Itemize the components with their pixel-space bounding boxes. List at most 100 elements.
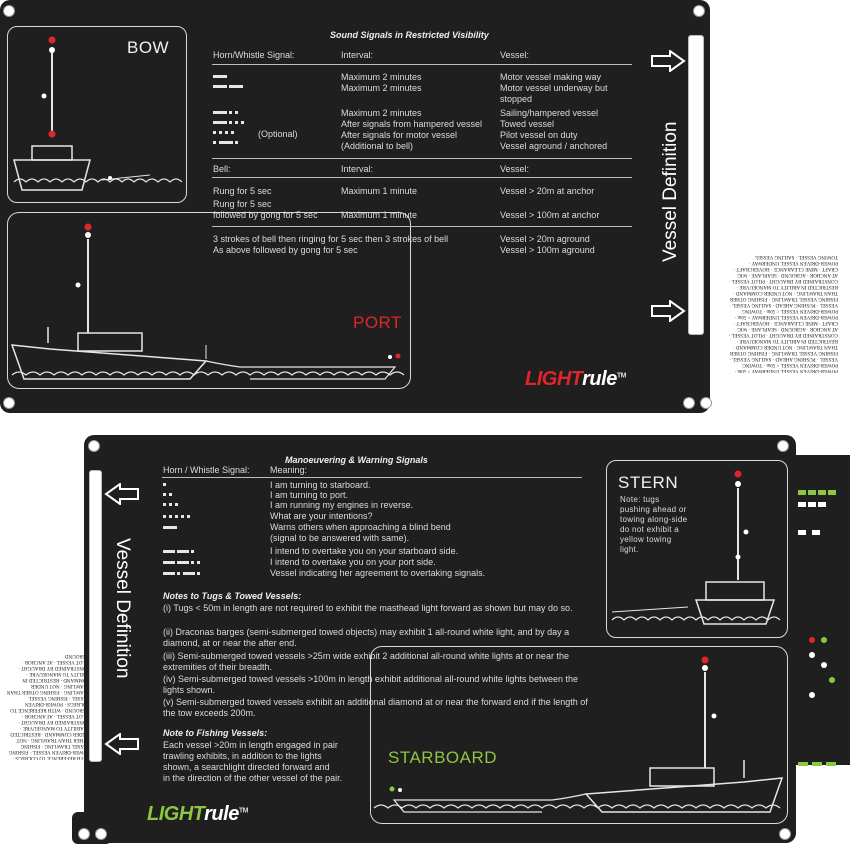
col-header-vessel: Vessel: xyxy=(500,50,530,60)
port-vessel-illustration xyxy=(10,223,405,380)
manoeuvering-title: Manoeuvering & Warning Signals xyxy=(285,455,428,465)
signal-short-four xyxy=(213,130,237,136)
vessel-cell: Towed vessel xyxy=(500,119,555,129)
strike-cell: 3 strokes of bell then ringing for 5 sec… xyxy=(213,234,449,244)
table-rule xyxy=(212,158,632,159)
bell-cell: Maximum 1 minute xyxy=(341,186,418,196)
vessel-cell: Sailing/hampered vessel xyxy=(500,108,599,118)
starboard-label: STARBOARD xyxy=(388,748,498,767)
optional-note: (Optional) xyxy=(258,129,298,139)
tugs-note: (i) Tugs < 50m in length are not require… xyxy=(163,603,573,613)
col-header-meaning: Meaning: xyxy=(270,465,308,475)
card-hole xyxy=(95,828,107,840)
meaning-cell: Vessel indicating her agreement to overt… xyxy=(270,568,486,578)
lightrule-logo: LIGHTruleTM xyxy=(525,368,626,390)
right-card-lights-illustration xyxy=(798,490,836,766)
col-header-horn: Horn/Whistle Signal: xyxy=(213,50,295,60)
signal-long-long-short xyxy=(163,549,197,555)
starboard-view-box xyxy=(370,646,788,824)
vessel-cell: Pilot vessel on duty xyxy=(500,130,578,140)
stern-vessel-illustration xyxy=(611,470,781,625)
port-view-box xyxy=(7,212,411,389)
card-hole xyxy=(3,5,15,17)
signal-three-short xyxy=(163,502,181,508)
signal-long-short-short-short xyxy=(213,120,247,126)
card-hole xyxy=(700,397,712,409)
sound-signals-title: Sound Signals in Restricted Visibility xyxy=(330,30,489,40)
arrow-right-icon[interactable] xyxy=(650,300,686,322)
arrow-left-icon[interactable] xyxy=(104,483,140,505)
starboard-vessel-illustration xyxy=(373,656,784,813)
vessel-cell: stopped xyxy=(500,94,533,104)
interval-cell: (Additional to bell) xyxy=(341,141,414,151)
strike-cell: As above followed by gong for 5 sec xyxy=(213,245,358,255)
bell-cell: followed by gong for 5 sec xyxy=(213,210,318,220)
interval-cell: After signals from hampered vessel xyxy=(341,119,483,129)
vessel-cell: Motor vessel making way xyxy=(500,72,602,82)
top-card-panel xyxy=(0,0,710,413)
meaning-cell: (signal to be answered with same). xyxy=(270,533,410,543)
fishing-note-line: shown, a searchlight directed forward an… xyxy=(163,762,330,772)
card-hole xyxy=(779,828,791,840)
table-rule xyxy=(212,177,632,178)
meaning-cell: Warns others when approaching a blind be… xyxy=(270,522,451,532)
signal-long-short-short xyxy=(213,110,241,116)
meaning-cell: I am turning to port. xyxy=(270,490,349,500)
signal-long-long-short-short xyxy=(163,560,203,566)
stern-note: Note: tugs pushing ahead or towing along… xyxy=(620,495,688,554)
meaning-cell: I intend to overtake you on your port si… xyxy=(270,557,436,567)
slider-track-top[interactable] xyxy=(688,35,704,335)
signal-long-blast xyxy=(213,74,229,80)
bottom-card-tab xyxy=(72,812,112,844)
port-label: PORT xyxy=(353,313,402,332)
bell-cell: Rung for 5 sec xyxy=(213,186,272,196)
card-hole xyxy=(777,440,789,452)
vessel-definition-title-top: Vessel Definition xyxy=(660,121,681,262)
slider-track-bottom[interactable] xyxy=(89,470,102,762)
tugs-note: (iii) Semi-submerged towed vessels >25m … xyxy=(163,651,569,672)
interval-cell: Maximum 2 minutes xyxy=(341,83,422,93)
slider-strip-bottom-left[interactable] xyxy=(0,455,92,765)
fishing-note-title: Note to Fishing Vessels: xyxy=(163,728,268,738)
meaning-cell: I am running my engines in reverse. xyxy=(270,500,414,510)
fishing-note-line: trawling exhibits, in addition to the li… xyxy=(163,751,322,761)
arrow-left-icon[interactable] xyxy=(104,733,140,755)
table-rule xyxy=(212,64,632,65)
card-hole xyxy=(78,828,90,840)
strike-cell: Vessel > 20m aground xyxy=(500,234,590,244)
signal-long-short-long-short xyxy=(163,571,203,577)
slider-fine-print-top: POWER-DRIVEN VESSEL UNDERWAY > 50m · POW… xyxy=(728,254,838,373)
col-header-horn: Horn / Whistle Signal: xyxy=(163,465,250,475)
stern-label: STERN xyxy=(618,473,679,492)
stern-view-box xyxy=(606,460,788,638)
vessel-definition-title-bottom: Vessel Definition xyxy=(112,538,133,679)
bell-interval-header: Interval: xyxy=(341,164,374,174)
card-hole xyxy=(693,5,705,17)
bow-vessel-illustration xyxy=(13,36,182,191)
bow-label: BOW xyxy=(127,38,170,57)
vessel-cell: Vessel aground / anchored xyxy=(500,141,608,151)
bell-cell: Vessel > 100m at anchor xyxy=(500,210,600,220)
fishing-note-line: in the direction of the other vessel of … xyxy=(163,773,343,783)
col-header-interval: Interval: xyxy=(341,50,374,60)
card-hole xyxy=(88,440,100,452)
card-hole xyxy=(3,397,15,409)
fishing-note-line: Each vessel >20m in length engaged in pa… xyxy=(163,740,338,750)
meaning-cell: I intend to overtake you on your starboa… xyxy=(270,546,459,556)
tugs-note: (v) Semi-submerged towed vessels exhibit… xyxy=(163,697,588,718)
signal-short-long-short xyxy=(213,140,241,146)
bell-cell: Rung for 5 sec xyxy=(213,199,272,209)
interval-cell: After signals for motor vessel xyxy=(341,130,458,140)
bell-cell: Vessel > 20m at anchor xyxy=(500,186,595,196)
slider-fine-print-bottom: WITH REFERENCE TO COLREGS · POWER-DRIVEN… xyxy=(6,653,90,760)
signal-one-short xyxy=(163,482,169,488)
table-rule xyxy=(212,226,632,227)
lightrule-logo: LIGHTruleTM xyxy=(147,803,248,825)
table-rule xyxy=(162,477,582,478)
slider-strip-top[interactable] xyxy=(710,18,850,383)
arrow-right-icon[interactable] xyxy=(650,50,686,72)
interval-cell: Maximum 2 minutes xyxy=(341,72,422,82)
interval-cell: Maximum 2 minutes xyxy=(341,108,422,118)
vessel-cell: Motor vessel underway but xyxy=(500,83,608,93)
bell-header: Bell: xyxy=(213,164,231,174)
